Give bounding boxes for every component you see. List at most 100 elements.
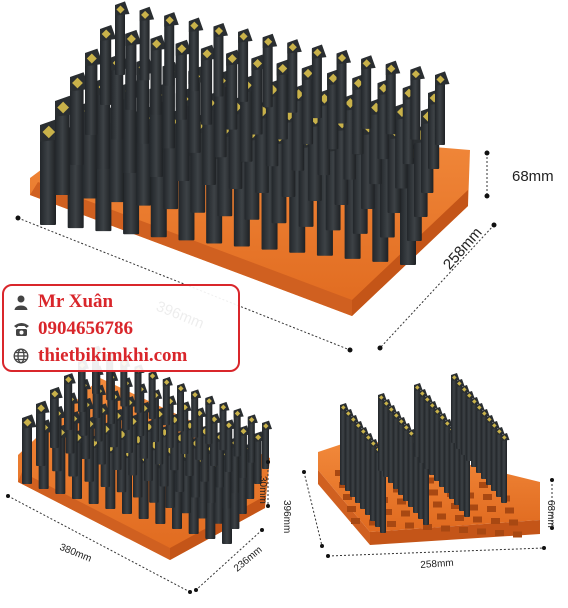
tray-slot (473, 516, 482, 523)
tool-holder (175, 39, 192, 120)
tool-holder (403, 423, 412, 501)
tray-slot (397, 498, 406, 505)
tool-holder (365, 433, 374, 515)
contact-name: Mr Xuân (38, 291, 114, 312)
tray-slot (425, 477, 434, 484)
tool-holder (226, 49, 243, 130)
tray-slot (383, 509, 392, 515)
tool-holder (481, 409, 490, 479)
tool-holder (444, 419, 453, 493)
tool-holder (434, 407, 443, 481)
tool-holder (139, 6, 155, 81)
tool-holder (501, 433, 510, 503)
tool-holder (148, 370, 159, 419)
tray-slot (423, 524, 432, 530)
tool-holder (388, 405, 397, 483)
tool-holder (247, 414, 258, 463)
tray-slot (351, 518, 360, 524)
bottom-left-tray-image (6, 345, 272, 594)
globe-icon (12, 347, 30, 365)
tool-holder (461, 385, 470, 455)
tool-holder (125, 29, 142, 110)
tray-slot (469, 504, 478, 511)
tray-slot (495, 530, 504, 536)
tool-holder (262, 33, 278, 108)
tool-holder (419, 389, 428, 463)
tray-slot (451, 503, 460, 509)
tool-holder (355, 421, 364, 503)
tool-holder (476, 403, 485, 473)
tool-holder (429, 401, 438, 475)
tool-holder (383, 399, 392, 477)
contact-website[interactable]: thietbikimkhi.com (38, 345, 188, 366)
tool-holder (213, 22, 228, 97)
tool-holder (233, 408, 244, 457)
tool-holder (50, 386, 63, 448)
tray-slot (479, 482, 488, 488)
tray-slot (393, 486, 402, 493)
bottom-right-tray-image (302, 373, 554, 558)
tool-holder (486, 415, 495, 485)
bottom-right-height-label: 68mm (545, 500, 556, 528)
bottom-right-width-label: 258mm (420, 557, 455, 571)
tool-holder (162, 376, 173, 426)
tool-holder (345, 409, 354, 491)
tray-slot (429, 489, 438, 496)
tray-slot (487, 506, 496, 512)
tray-slot (441, 525, 450, 532)
tool-holder (466, 391, 475, 461)
tray-slot (483, 494, 492, 500)
tray-slot (513, 531, 522, 538)
top-height-label: 68mm (512, 168, 554, 185)
tool-holder (64, 373, 76, 430)
contact-website-row: thietbikimkhi.com (12, 344, 187, 368)
tray-slot (369, 519, 378, 526)
tool-holder (188, 17, 204, 92)
top-tray-image (15, 1, 497, 353)
tool-holder (191, 389, 202, 438)
tool-holder (336, 49, 352, 124)
tool-holder (311, 44, 327, 119)
phone-icon (12, 320, 30, 338)
tool-holder (219, 401, 230, 451)
tray-slot (433, 501, 442, 508)
tool-holder (424, 395, 433, 469)
tool-holder (224, 419, 236, 472)
tray-slot (477, 528, 486, 535)
tool-holder (239, 425, 251, 478)
contact-phone[interactable]: 0904656786 (38, 318, 133, 339)
tool-holder (451, 373, 460, 443)
tool-holder (200, 44, 218, 125)
tool-holder (393, 411, 402, 489)
tool-holder (496, 427, 505, 497)
tool-holder (150, 34, 167, 115)
tool-holder (85, 48, 103, 135)
tray-slot (505, 507, 514, 514)
tool-holder (100, 25, 117, 105)
tool-holder (370, 439, 379, 521)
tray-slot (491, 518, 500, 524)
tray-slot (335, 470, 344, 476)
tool-holder (456, 379, 465, 449)
tray-slot (455, 515, 464, 521)
tray-slot (347, 506, 356, 512)
tool-holder (238, 28, 253, 102)
tool-holder (287, 39, 302, 113)
tool-holder (471, 397, 480, 467)
tool-holder (350, 415, 359, 497)
contact-card: Mr Xuân 0904656786 thietbikimkhi.com (2, 284, 240, 372)
tray-slot (387, 521, 396, 527)
person-icon (12, 293, 30, 311)
tool-holder (414, 383, 423, 457)
tool-holder (70, 72, 90, 165)
contact-phone-row: 0904656786 (12, 317, 133, 341)
tool-holder (378, 393, 387, 471)
tool-holder (385, 60, 401, 135)
contact-name-row: Mr Xuân (12, 290, 113, 314)
tool-holder (36, 400, 50, 466)
bottom-right-depth-label: 396mm (281, 500, 292, 534)
tool-holder (360, 427, 369, 509)
tray-slot (343, 494, 352, 500)
tool-holder (410, 66, 425, 140)
